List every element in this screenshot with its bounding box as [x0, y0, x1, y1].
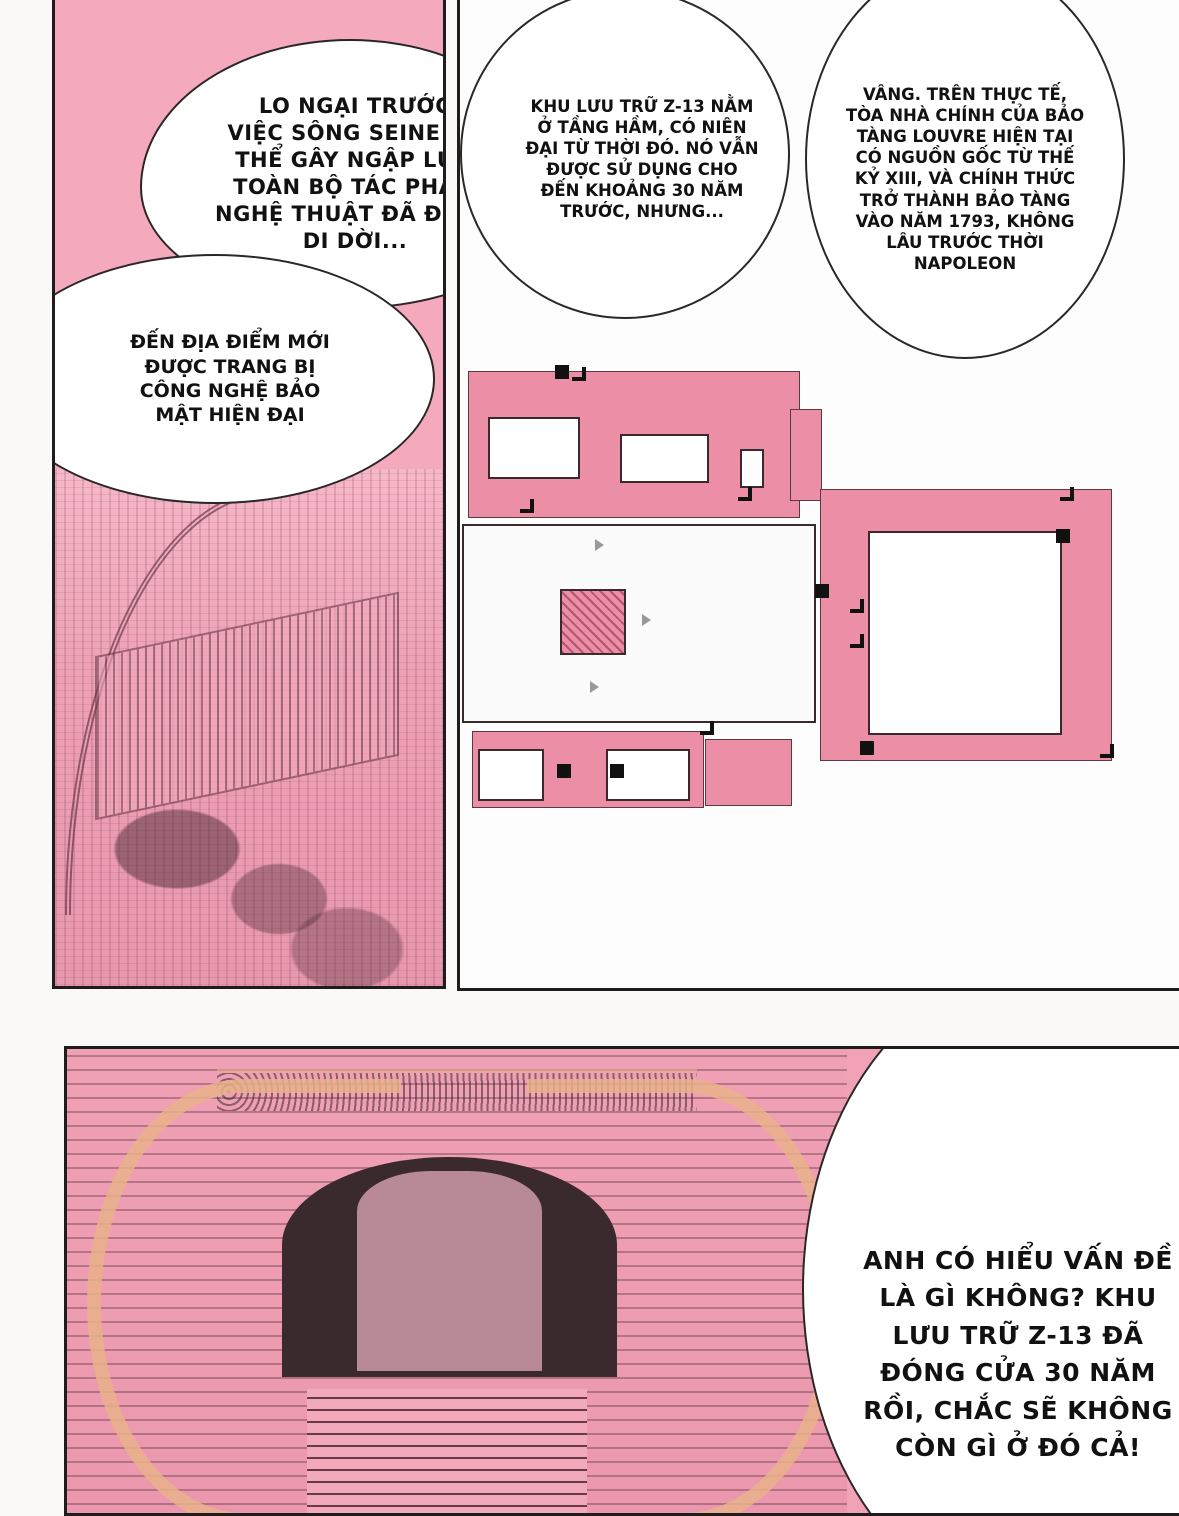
stairs-icon: [850, 599, 864, 613]
stairs-icon: [572, 367, 586, 381]
speech-text: ĐẾN ĐỊA ĐIỂM MỚI ĐƯỢC TRANG BỊ CÔNG NGHỆ…: [130, 331, 330, 427]
stairs-icon: [1100, 744, 1114, 758]
entrance-marker-icon: [642, 614, 651, 626]
rooftop-statues-illustration: [75, 749, 415, 986]
stairs-icon: [700, 721, 714, 735]
speech-text: LO NGẠI TRƯỚC VIỆC SÔNG SEINE CÓ THỂ GÂY…: [215, 94, 446, 253]
speech-bubble-louvre-history: VÂNG. TRÊN THỰC TẾ, TÒA NHÀ CHÍNH CỦA BẢ…: [805, 0, 1125, 359]
elevator-icon: [815, 584, 829, 598]
courtyard: [488, 417, 580, 479]
elevator-icon: [860, 741, 874, 755]
staircase-illustration: [67, 1049, 847, 1513]
stairs-icon: [738, 487, 752, 501]
south-pavilion-rooms: [705, 739, 792, 806]
louvre-floor-plan: [460, 359, 1114, 808]
stairs-icon: [520, 499, 534, 513]
paris-cityscape-illustration: [55, 469, 443, 986]
elevator-icon: [1056, 529, 1070, 543]
entrance-marker-icon: [595, 539, 604, 551]
panel-grand-staircase: ANH CÓ HIỂU VẤN ĐỀ LÀ GÌ KHÔNG? KHU LƯU …: [64, 1046, 1179, 1516]
speech-bubble-storage-z13: KHU LƯU TRỮ Z-13 NẰM Ở TẦNG HẦM, CÓ NIÊN…: [460, 0, 790, 319]
panel-floor-plan: KHU LƯU TRỮ Z-13 NẰM Ở TẦNG HẦM, CÓ NIÊN…: [457, 0, 1179, 991]
speech-bubble-new-location: ĐẾN ĐỊA ĐIỂM MỚI ĐƯỢC TRANG BỊ CÔNG NGHỆ…: [55, 254, 435, 504]
elevator-icon: [555, 365, 569, 379]
panel-aerial-paris: LO NGẠI TRƯỚC VIỆC SÔNG SEINE CÓ THỂ GÂY…: [52, 0, 446, 989]
cour-carree-courtyard: [868, 531, 1062, 735]
left-railing-illustration: [87, 1079, 401, 1513]
pavilion-rooms: [790, 409, 822, 501]
entrance-marker-icon: [590, 681, 599, 693]
pyramid-icon: [560, 589, 626, 655]
stairs-icon: [1060, 487, 1074, 501]
courtyard: [478, 749, 544, 801]
stairs-icon: [850, 634, 864, 648]
napoleon-courtyard: [462, 524, 816, 723]
elevator-icon: [557, 764, 571, 778]
speech-bubble-storage-closed: ANH CÓ HIỂU VẤN ĐỀ LÀ GÌ KHÔNG? KHU LƯU …: [802, 1049, 1179, 1513]
courtyard: [740, 449, 764, 488]
speech-text: ANH CÓ HIỂU VẤN ĐỀ LÀ GÌ KHÔNG? KHU LƯU …: [863, 1245, 1173, 1463]
speech-text: KHU LƯU TRỮ Z-13 NẰM Ở TẦNG HẦM, CÓ NIÊN…: [525, 96, 759, 222]
courtyard: [620, 434, 709, 483]
right-railing-illustration: [527, 1079, 841, 1513]
speech-text: VÂNG. TRÊN THỰC TẾ, TÒA NHÀ CHÍNH CỦA BẢ…: [845, 85, 1085, 273]
elevator-icon: [610, 764, 624, 778]
